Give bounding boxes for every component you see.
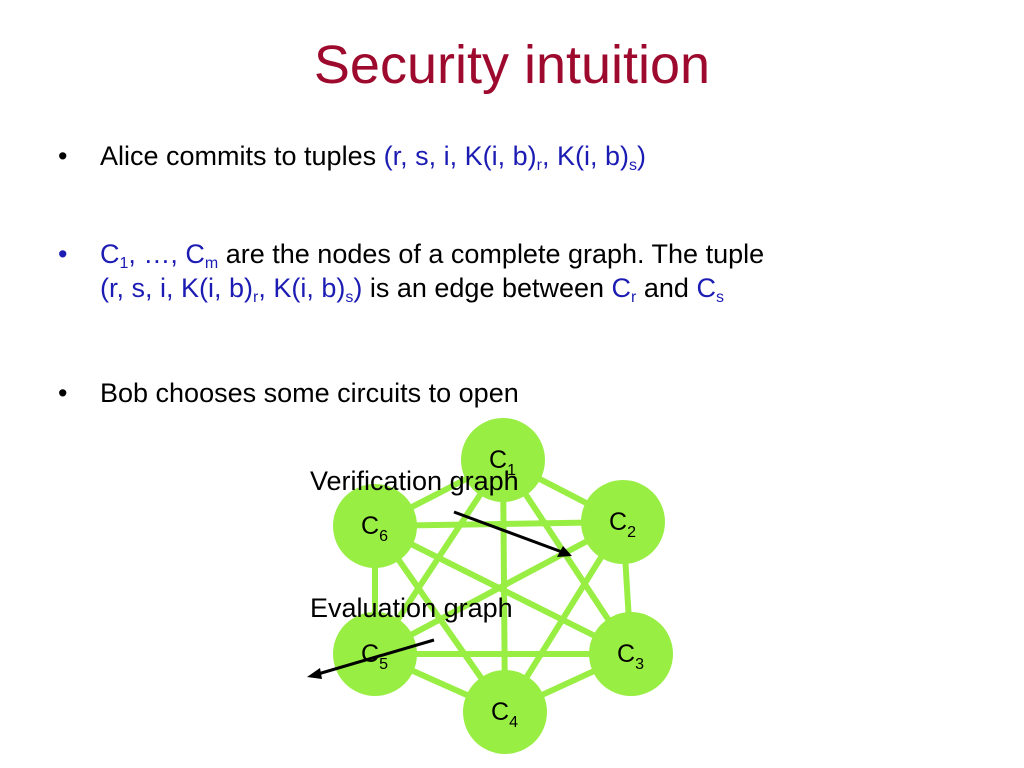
node-c3: C3 xyxy=(589,612,673,696)
node-c5: C5 xyxy=(333,612,417,696)
bullet-marker: • xyxy=(58,141,68,171)
node-cs: Cs xyxy=(696,273,724,306)
subscript-s: s xyxy=(715,289,724,306)
slide-title: Security intuition xyxy=(313,35,711,95)
ellipsis: , …, C xyxy=(128,239,205,269)
tuple-part: (r, s, i, K(i, b) xyxy=(100,273,254,303)
node-cr: Cr xyxy=(611,273,637,306)
node-circle xyxy=(333,612,417,696)
bullet-1-lead: Alice commits to tuples xyxy=(100,141,384,171)
node-circle xyxy=(333,484,417,568)
node-letter: C xyxy=(611,273,632,303)
node-c1: C1 xyxy=(461,418,545,502)
bullet-2-tuple: (r, s, i, K(i, b)r, K(i, b)s) xyxy=(100,273,363,306)
tuple-part: , K(i, b) xyxy=(541,141,629,171)
bullet-1-text: Alice commits to tuples (r, s, i, K(i, b… xyxy=(100,139,980,174)
node-label: C1 xyxy=(489,446,516,479)
node-label: C2 xyxy=(609,508,636,541)
subscript-s: s xyxy=(628,157,637,174)
bullet-2-text: C1, …, Cm are the nodes of a complete gr… xyxy=(100,237,980,306)
node-circle xyxy=(461,418,545,502)
subscript-m: m xyxy=(204,255,219,272)
evaluation-arrow xyxy=(307,638,435,679)
subscript-r: r xyxy=(253,289,259,306)
subscript-s: s xyxy=(345,289,354,306)
tuple-part: ) xyxy=(353,273,363,303)
subscript-1: 1 xyxy=(119,255,129,272)
node-c2: C2 xyxy=(581,480,665,564)
verification-arrow xyxy=(453,510,572,557)
bullet-3-text: Bob chooses some circuits to open xyxy=(100,378,519,408)
node-label: C4 xyxy=(491,698,518,731)
subscript-r: r xyxy=(536,157,542,174)
node-letter: C xyxy=(696,273,716,303)
tuple-part: , K(i, b) xyxy=(258,273,346,303)
bullet-marker: • xyxy=(58,239,68,269)
verification-graph-caption: Verification graph xyxy=(310,466,519,496)
tuple-part: (r, s, i, K(i, b) xyxy=(383,141,537,171)
node-label: C6 xyxy=(361,512,388,545)
node-circle xyxy=(589,612,673,696)
edge-c3-c6 xyxy=(373,523,633,657)
node-label: C3 xyxy=(617,640,644,673)
node-c6: C6 xyxy=(333,484,417,568)
evaluation-graph-caption: Evaluation graph xyxy=(310,593,513,623)
bullet-2-middle: is an edge between xyxy=(362,273,612,303)
bullet-1-tuple: (r, s, i, K(i, b)r, K(i, b)s) xyxy=(383,141,646,174)
bullet-2-lead: are the nodes of a complete graph. The t… xyxy=(218,239,765,269)
tuple-part: ) xyxy=(636,141,646,171)
subscript-r: r xyxy=(631,289,637,306)
node-c4: C4 xyxy=(463,670,547,754)
bullet-2-nodes: C1, …, Cm xyxy=(100,239,219,272)
bullet-marker: • xyxy=(58,378,68,408)
conjunction: and xyxy=(636,273,697,303)
node-circle xyxy=(581,480,665,564)
node-letter: C xyxy=(100,239,120,269)
node-circle xyxy=(463,670,547,754)
